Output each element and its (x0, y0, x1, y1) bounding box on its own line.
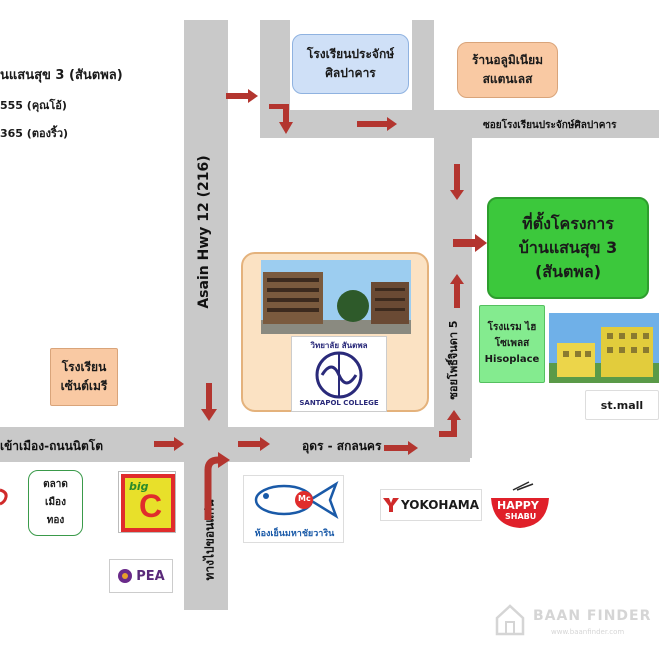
logo-mc-shop: Mc ห้องเย็นมหาชัยวาริน (243, 475, 344, 543)
contact-line-1: นแสนสุข 3 (สันตพล) (0, 68, 123, 83)
road-udon-sakon (0, 427, 470, 462)
hotel-line-2: โซเพลส (494, 338, 530, 349)
project-line-3: (สันตพล) (534, 262, 602, 281)
project-line-2: บ้านแสนสุข 3 (518, 238, 618, 257)
cropped-logo-fragment (0, 488, 8, 506)
arrow-up-soi-phothi (450, 274, 464, 308)
place-school-st-mary: โรงเรียน เซ้นต์เมรี (50, 348, 118, 406)
hotel-line-3: Hisoplace (484, 354, 540, 365)
place-st-mall: st.mall (585, 390, 659, 420)
logo-happy-shabu: HAPPY SHABU (485, 480, 555, 530)
arrow-hook-khonkaen (204, 452, 230, 520)
watermark-brand: BAAN FINDER (533, 608, 652, 624)
college-name-th: วิทยาลัย สันตพล (310, 341, 368, 350)
arrow-bend-stub (269, 104, 293, 134)
place-market: ตลาด เมือง ทอง (28, 470, 83, 536)
yokohama-y-icon (383, 498, 399, 512)
shabu-pot-icon (491, 481, 549, 528)
st-mall-label: st.mall (600, 398, 644, 412)
label-soi-phothi: ซอยโพธิ์จินดา 5 (447, 320, 460, 400)
contact-line-2: 555 (คุณโอ้) (0, 99, 67, 112)
aluminium-line-1: ร้านอลูมิเนียม (471, 53, 544, 67)
road-stub-right (412, 20, 434, 138)
aluminium-line-2: สแตนเลส (482, 72, 533, 86)
logo-pea: PEA (109, 559, 173, 593)
arrow-right-top (226, 89, 258, 103)
place-santapol-college: วิทยาลัย สันตพล SANTAPOL COLLEGE (241, 252, 429, 412)
place-hotel: โรงแรม ไฮ โซเพลส Hisoplace (479, 305, 545, 383)
school-prachak-line-2: ศิลปาคาร (325, 66, 376, 80)
arrow-right-right-road (384, 441, 418, 455)
college-photo (261, 260, 411, 334)
bigc-label-1: big (129, 480, 149, 493)
arrow-bend-junction (439, 410, 461, 437)
mc-badge: Mc (298, 494, 311, 503)
market-line-2: เมือง (45, 497, 66, 508)
pea-emblem-icon (118, 569, 133, 583)
label-to-city: เข้าเมือง-ถนนนิตโต (0, 439, 104, 453)
watermark-sub: www.baanfinder.com (551, 628, 625, 636)
label-soi-school: ซอยโรงเรียนประจักษ์ศิลปาคาร (483, 120, 617, 131)
logo-bigc: big C (118, 471, 176, 533)
arrow-right-left-road (154, 437, 184, 451)
arrow-down-highway (201, 383, 217, 421)
happy-label: HAPPY (497, 499, 539, 512)
project-line-1: ที่ตั้งโครงการ (522, 214, 614, 233)
arrow-right-project (453, 234, 487, 252)
pea-label: PEA (136, 568, 165, 584)
label-highway: Asain Hwy 12 (216) (196, 155, 212, 309)
place-aluminium-shop: ร้านอลูมิเนียม สแตนเลส (457, 42, 558, 98)
logo-yokohama: YOKOHAMA (380, 489, 482, 521)
school-prachak-line-1: โรงเรียนประจักษ์ (306, 47, 395, 61)
place-project: ที่ตั้งโครงการ บ้านแสนสุข 3 (สันตพล) (487, 197, 649, 299)
hotel-line-1: โรงแรม ไฮ (487, 322, 537, 333)
contact-line-3: 365 (ตองริ้ว) (0, 127, 69, 140)
bigc-label-2: C (139, 488, 163, 524)
mc-shop-name: ห้องเย็นมหาชัยวาริน (254, 529, 335, 539)
market-line-3: ทอง (46, 515, 65, 526)
road-soi-school (260, 110, 659, 138)
st-mary-line-2: เซ้นต์เมรี (60, 379, 108, 393)
label-udon-sakon: อุดร - สกลนคร (302, 439, 382, 453)
watermark: BAAN FINDER www.baanfinder.com (495, 600, 655, 644)
market-line-1: ตลาด (43, 479, 68, 490)
arrow-right-soi (357, 117, 397, 131)
place-school-prachak: โรงเรียนประจักษ์ ศิลปาคาร (292, 34, 409, 94)
arrow-right-mid-road (238, 437, 270, 451)
shabu-label: SHABU (505, 512, 537, 521)
yokohama-label: YOKOHAMA (401, 498, 479, 512)
hotel-photo (549, 313, 659, 383)
college-emblem-icon (315, 351, 363, 399)
house-icon (495, 604, 525, 636)
college-logo: วิทยาลัย สันตพล SANTAPOL COLLEGE (291, 336, 387, 412)
fish-icon (254, 481, 339, 519)
st-mary-line-1: โรงเรียน (61, 360, 107, 374)
arrow-down-soi-phothi (450, 164, 464, 200)
college-name-en: SANTAPOL COLLEGE (299, 399, 379, 407)
